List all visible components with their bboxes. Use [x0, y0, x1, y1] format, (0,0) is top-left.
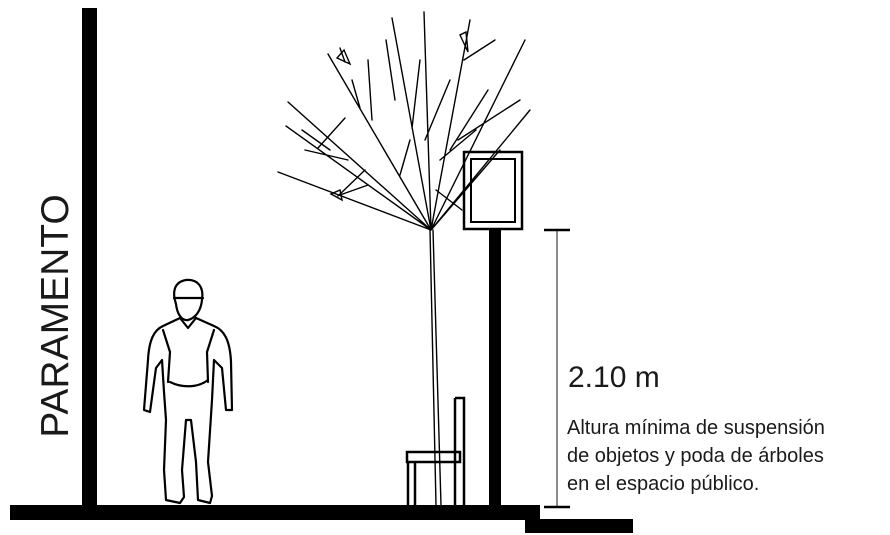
wall [82, 8, 97, 508]
person-head [173, 278, 204, 322]
person-arm-detail [161, 328, 216, 384]
person-body [142, 316, 234, 505]
sign-pole [489, 230, 501, 506]
chair-seat [405, 450, 462, 464]
person-figure [142, 278, 234, 505]
dimension-caption-line-3: en el espacio público. [567, 473, 759, 495]
chair-front-leg [406, 462, 417, 508]
dimension-value: 2.10 m [568, 361, 660, 394]
sign-post [462, 150, 524, 506]
sign-panel-outer [462, 150, 524, 231]
height-dimension [544, 228, 570, 509]
dimension-caption-line-1: Altura mínima de suspensión [567, 417, 825, 439]
person-waist [168, 378, 210, 388]
sign-panel-inner [470, 158, 516, 223]
ground [10, 505, 633, 533]
dimension-caption-line-2: de objetos y poda de árboles [567, 445, 824, 467]
tree-knot-a [335, 48, 352, 66]
tree-branches [277, 11, 531, 231]
tree-knot-c [329, 189, 343, 202]
person-collar [178, 316, 198, 330]
chair [405, 396, 466, 508]
tree-knot-b [459, 30, 469, 53]
curb-step [525, 519, 633, 533]
tree-trunk [429, 229, 442, 506]
tree [277, 11, 531, 506]
sidewalk-slab [10, 505, 540, 520]
wall-label: PARAMENTO [34, 194, 77, 437]
